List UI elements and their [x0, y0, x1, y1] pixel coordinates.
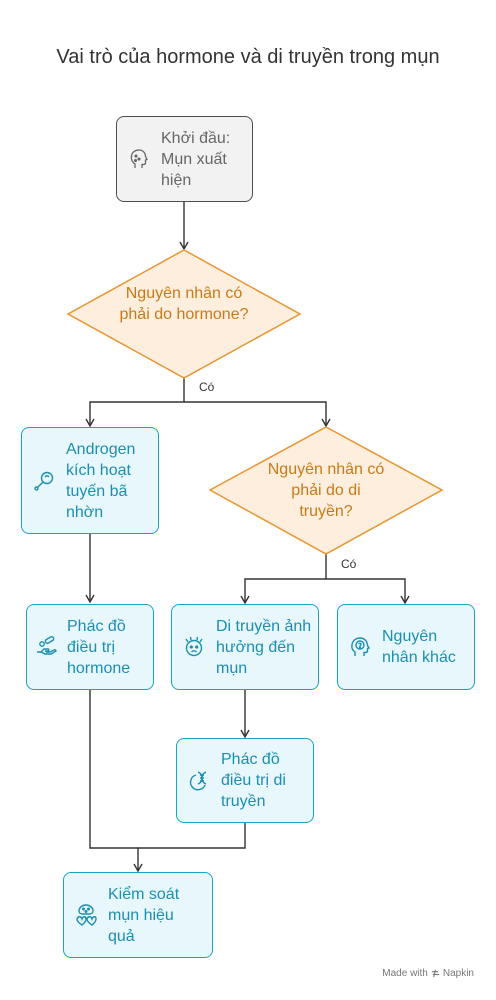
- dna-treatment-icon: [177, 769, 221, 793]
- hormone-treatment-label: Phác đồ điều trị hormone: [67, 617, 131, 677]
- androgen-node: Androgen kích hoạt tuyến bã nhờn: [21, 427, 159, 534]
- genetic-treatment-label: Phác đồ điều trị di truyền: [221, 751, 286, 810]
- genetic-influence-node: Di truyền ảnh hưởng đến mụn: [171, 604, 319, 690]
- genetic-influence-label: Di truyền ảnh hưởng đến mụn: [216, 617, 312, 677]
- decision-genetic-shape: [208, 426, 444, 555]
- credit-made-with: Made with: [382, 968, 428, 979]
- androgen-label: Androgen kích hoạt tuyến bã nhờn: [66, 440, 136, 521]
- edge-decision-genetic-split: [240, 554, 327, 605]
- gland-icon: [22, 469, 66, 493]
- edge-decision-genetic-to-other: [326, 578, 410, 605]
- decision-hormone-shape: [66, 249, 302, 379]
- decision-hormone-label: Nguyên nhân có phải do hormone?: [119, 285, 249, 323]
- credit-brand: Napkin: [442, 968, 474, 979]
- napkin-logo-icon: [431, 969, 440, 978]
- clear-skin-icon: [64, 903, 108, 927]
- edge-decision-hormone-to-genetic: [184, 401, 331, 428]
- genetic-treatment-node: Phác đồ điều trị di truyền: [176, 738, 314, 823]
- diagram-title: Vai trò của hormone và di truyền trong m…: [56, 46, 440, 68]
- edge-label-yes-hormone: Có: [199, 380, 215, 394]
- edge-genetic-treatment-merge: [133, 823, 246, 873]
- edge-label-yes-genetic: Có: [341, 557, 357, 571]
- decision-genetic-label: Nguyên nhân có phải do di truyền?: [267, 461, 385, 520]
- edge-hormone-treatment-merge: [89, 690, 138, 849]
- pills-in-hand-icon: [27, 635, 67, 659]
- other-causes-label: Nguyên nhân khác: [382, 628, 456, 666]
- other-causes-node: Nguyên nhân khác: [337, 604, 475, 690]
- start-label: Khởi đầu: Mụn xuất hiện: [161, 129, 231, 189]
- question-in-head-icon: [338, 635, 382, 659]
- acne-control-label: Kiểm soát mụn hiệu quả: [108, 885, 180, 945]
- edge-decision-hormone-split: [85, 378, 185, 428]
- face-with-acne-icon: [117, 147, 161, 171]
- stressed-face-icon: [172, 635, 216, 659]
- acne-control-node: Kiểm soát mụn hiệu quả: [63, 872, 213, 958]
- napkin-credit: Made with Napkin: [382, 968, 474, 979]
- hormone-treatment-node: Phác đồ điều trị hormone: [26, 604, 154, 690]
- start-node: Khởi đầu: Mụn xuất hiện: [116, 116, 253, 202]
